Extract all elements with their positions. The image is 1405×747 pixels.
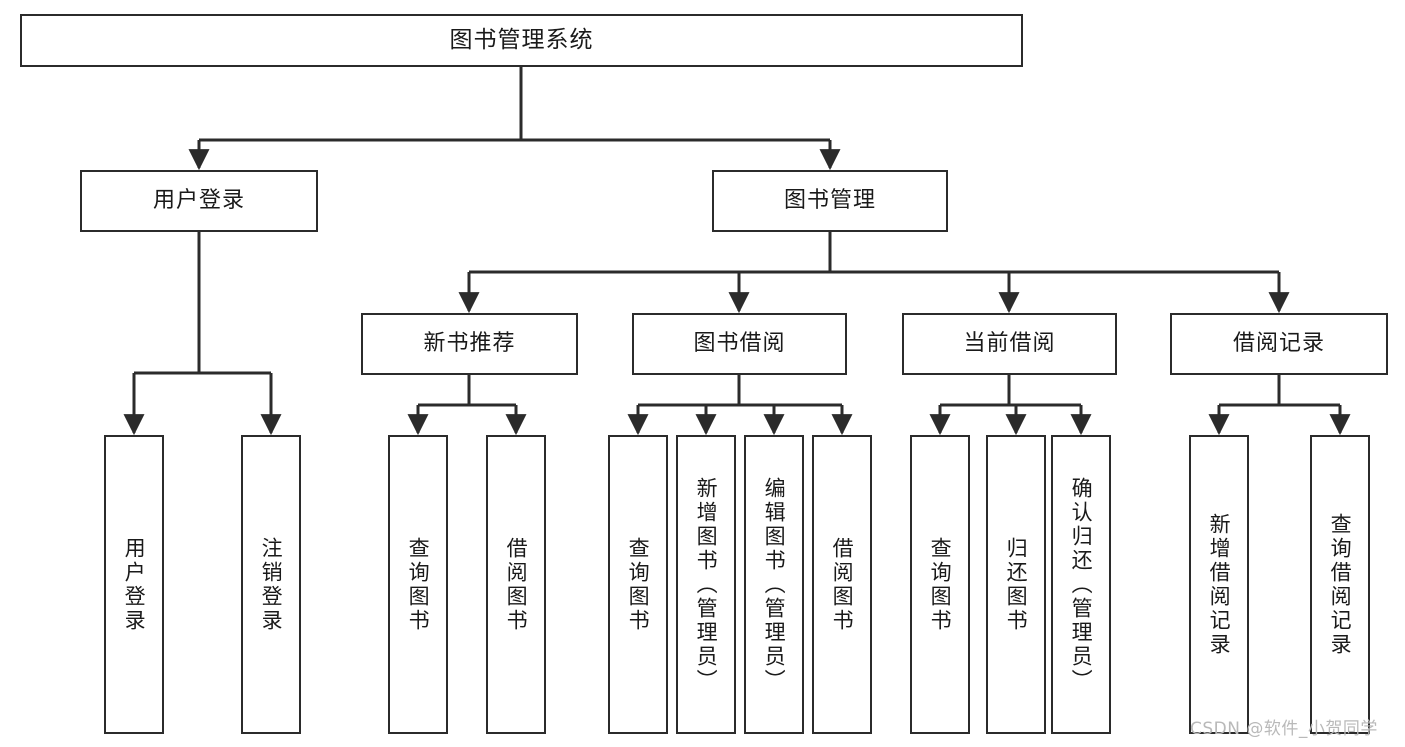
node-leaf-query-book-rec[interactable]: 查询图书 bbox=[388, 435, 448, 734]
node-book-manage[interactable]: 图书管理 bbox=[712, 170, 948, 232]
node-leaf-user-login-label: 用户登录 bbox=[122, 536, 147, 633]
node-leaf-borrow-book-rec-label: 借阅图书 bbox=[504, 536, 529, 633]
node-book-manage-label: 图书管理 bbox=[783, 187, 876, 213]
node-root[interactable]: 图书管理系统 bbox=[20, 14, 1023, 67]
node-leaf-borrow-book-label: 借阅图书 bbox=[830, 536, 855, 633]
node-leaf-edit-book[interactable]: 编辑图书（管理员） bbox=[744, 435, 804, 734]
node-user-login-label: 用户登录 bbox=[152, 187, 245, 213]
node-leaf-query-borrow-record[interactable]: 查询借阅记录 bbox=[1310, 435, 1370, 734]
node-root-label: 图书管理系统 bbox=[449, 26, 594, 53]
node-book-borrow[interactable]: 图书借阅 bbox=[632, 313, 847, 375]
node-leaf-add-borrow-record-label: 新增借阅记录 bbox=[1207, 512, 1232, 657]
node-leaf-logout-login-label: 注销登录 bbox=[259, 536, 284, 633]
node-borrow-record-label: 借阅记录 bbox=[1232, 330, 1325, 356]
node-leaf-query-borrow-record-label: 查询借阅记录 bbox=[1328, 512, 1353, 657]
node-leaf-return-book-label: 归还图书 bbox=[1004, 536, 1029, 633]
node-leaf-user-login[interactable]: 用户登录 bbox=[104, 435, 164, 734]
node-leaf-query-book-current-label: 查询图书 bbox=[928, 536, 953, 633]
node-leaf-edit-book-label: 编辑图书（管理员） bbox=[762, 476, 787, 693]
node-current-borrow-label: 当前借阅 bbox=[963, 330, 1056, 356]
node-leaf-query-book-borrow-label: 查询图书 bbox=[626, 536, 651, 633]
node-user-login[interactable]: 用户登录 bbox=[80, 170, 318, 232]
node-new-book-recommend[interactable]: 新书推荐 bbox=[361, 313, 578, 375]
node-leaf-add-borrow-record[interactable]: 新增借阅记录 bbox=[1189, 435, 1249, 734]
node-current-borrow[interactable]: 当前借阅 bbox=[902, 313, 1117, 375]
node-new-book-recommend-label: 新书推荐 bbox=[423, 330, 516, 356]
node-borrow-record[interactable]: 借阅记录 bbox=[1170, 313, 1388, 375]
node-leaf-return-book[interactable]: 归还图书 bbox=[986, 435, 1046, 734]
node-leaf-query-book-borrow[interactable]: 查询图书 bbox=[608, 435, 668, 734]
node-leaf-confirm-return[interactable]: 确认归还（管理员） bbox=[1051, 435, 1111, 734]
node-leaf-borrow-book[interactable]: 借阅图书 bbox=[812, 435, 872, 734]
node-leaf-add-book-label: 新增图书（管理员） bbox=[694, 476, 719, 693]
node-leaf-borrow-book-rec[interactable]: 借阅图书 bbox=[486, 435, 546, 734]
node-leaf-add-book[interactable]: 新增图书（管理员） bbox=[676, 435, 736, 734]
node-leaf-query-book-current[interactable]: 查询图书 bbox=[910, 435, 970, 734]
node-leaf-logout-login[interactable]: 注销登录 bbox=[241, 435, 301, 734]
node-leaf-confirm-return-label: 确认归还（管理员） bbox=[1069, 476, 1094, 693]
node-book-borrow-label: 图书借阅 bbox=[693, 330, 786, 356]
node-leaf-query-book-rec-label: 查询图书 bbox=[406, 536, 431, 633]
